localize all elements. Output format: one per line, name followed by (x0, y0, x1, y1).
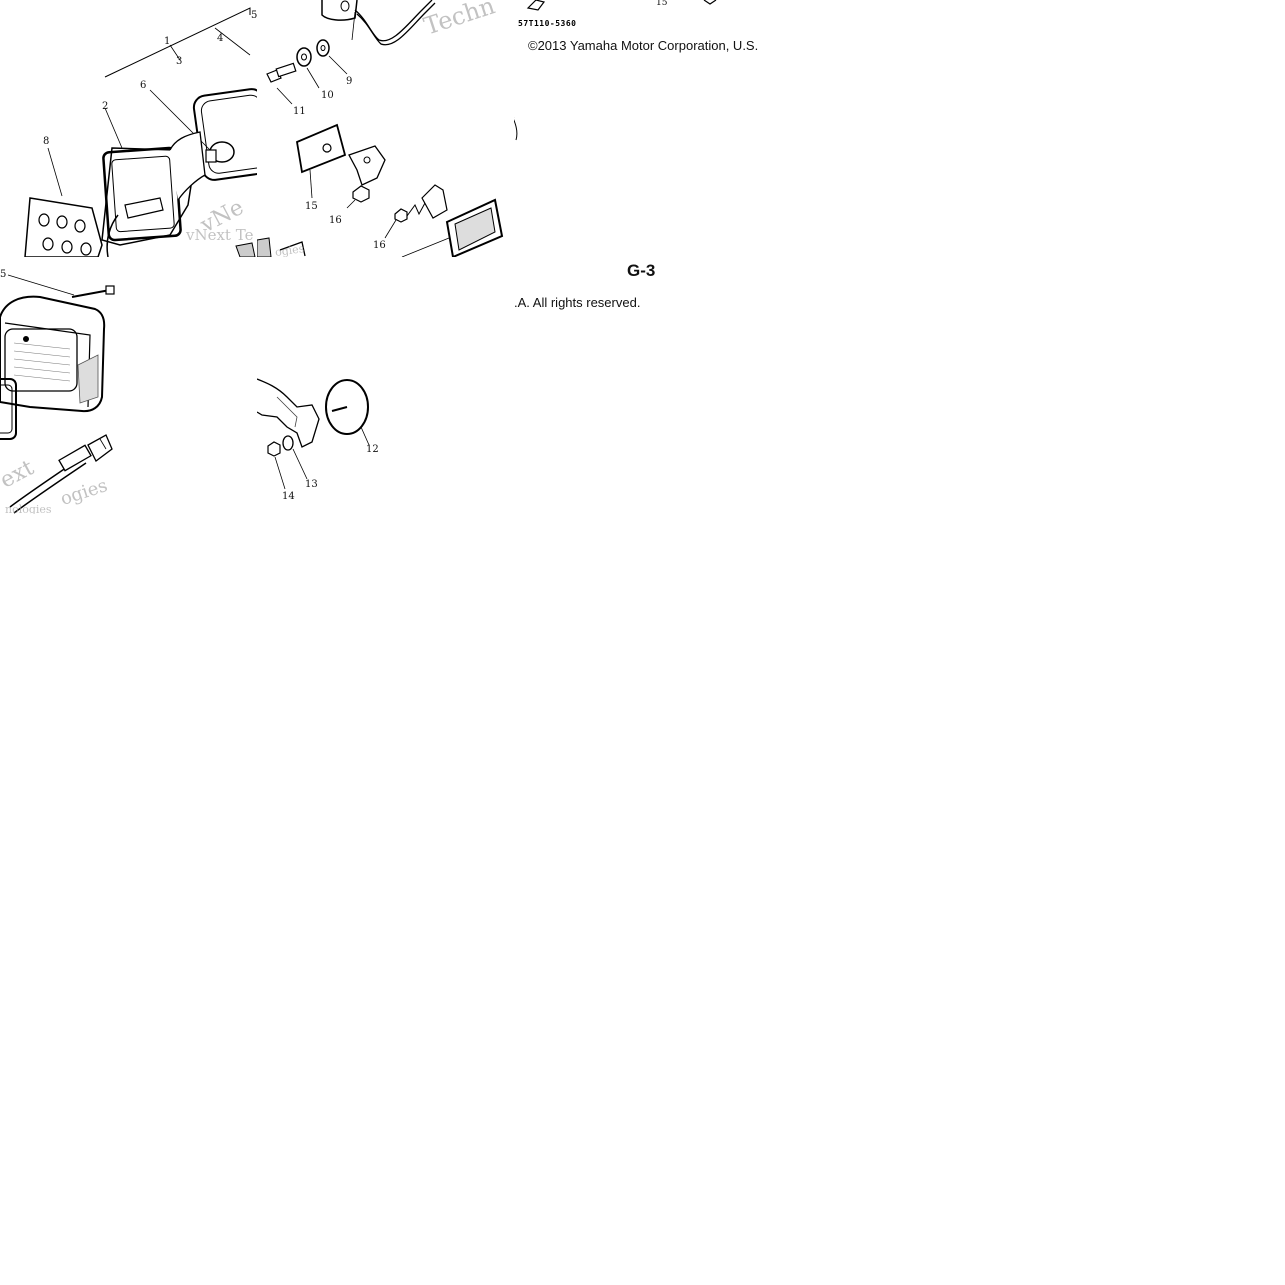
tile-rear-lamp: 5 ext ogies nologies (0, 257, 257, 514)
callout-2: 2 (102, 101, 109, 112)
callout-9: 9 (346, 76, 353, 87)
callout-5-lower: 5 (0, 269, 7, 280)
tile-hardware: 11 10 9 15 16 16 7 Techn ogies (257, 0, 514, 257)
callout-5: 5 (251, 10, 257, 21)
rear-lamp-drawing (0, 274, 115, 514)
watermark-nologies-lower: nologies (5, 503, 52, 514)
callout-11: 11 (293, 106, 306, 117)
round-reflector-drawing (257, 378, 370, 490)
copyright-line-1: ©2013 Yamaha Motor Corporation, U.S. (528, 38, 759, 53)
callout-6: 6 (140, 80, 147, 91)
callout-15: 15 (305, 201, 318, 212)
lamp-assembly-drawing (24, 7, 257, 257)
tile-header: 15 57T110-5360 ©2013 Yamaha Motor Corpor… (514, 0, 771, 257)
page-code: G-3 (627, 261, 656, 280)
header-fragment-drawing (514, 0, 717, 141)
callout-14: 14 (282, 491, 295, 502)
hardware-drawing (257, 0, 504, 257)
callout-16b: 16 (373, 240, 386, 251)
callout-3: 3 (176, 56, 183, 67)
callout-1: 1 (164, 36, 171, 47)
callout-4: 4 (217, 33, 224, 44)
copyright-line-2: .A. All rights reserved. (514, 295, 641, 310)
callout-15-top: 15 (656, 0, 668, 8)
callout-8: 8 (43, 136, 50, 147)
tile-round-reflector: 12 13 14 (257, 257, 514, 514)
tile-lamp-assembly: 1 2 3 4 5 6 8 vNext Te vNe (0, 0, 257, 257)
callout-10: 10 (321, 90, 334, 101)
callout-13: 13 (305, 479, 318, 490)
figure-code: 57T110-5360 (518, 19, 577, 28)
watermark-vnext: vNext Te (186, 226, 254, 244)
callout-16: 16 (329, 215, 342, 226)
callout-12: 12 (366, 444, 379, 455)
